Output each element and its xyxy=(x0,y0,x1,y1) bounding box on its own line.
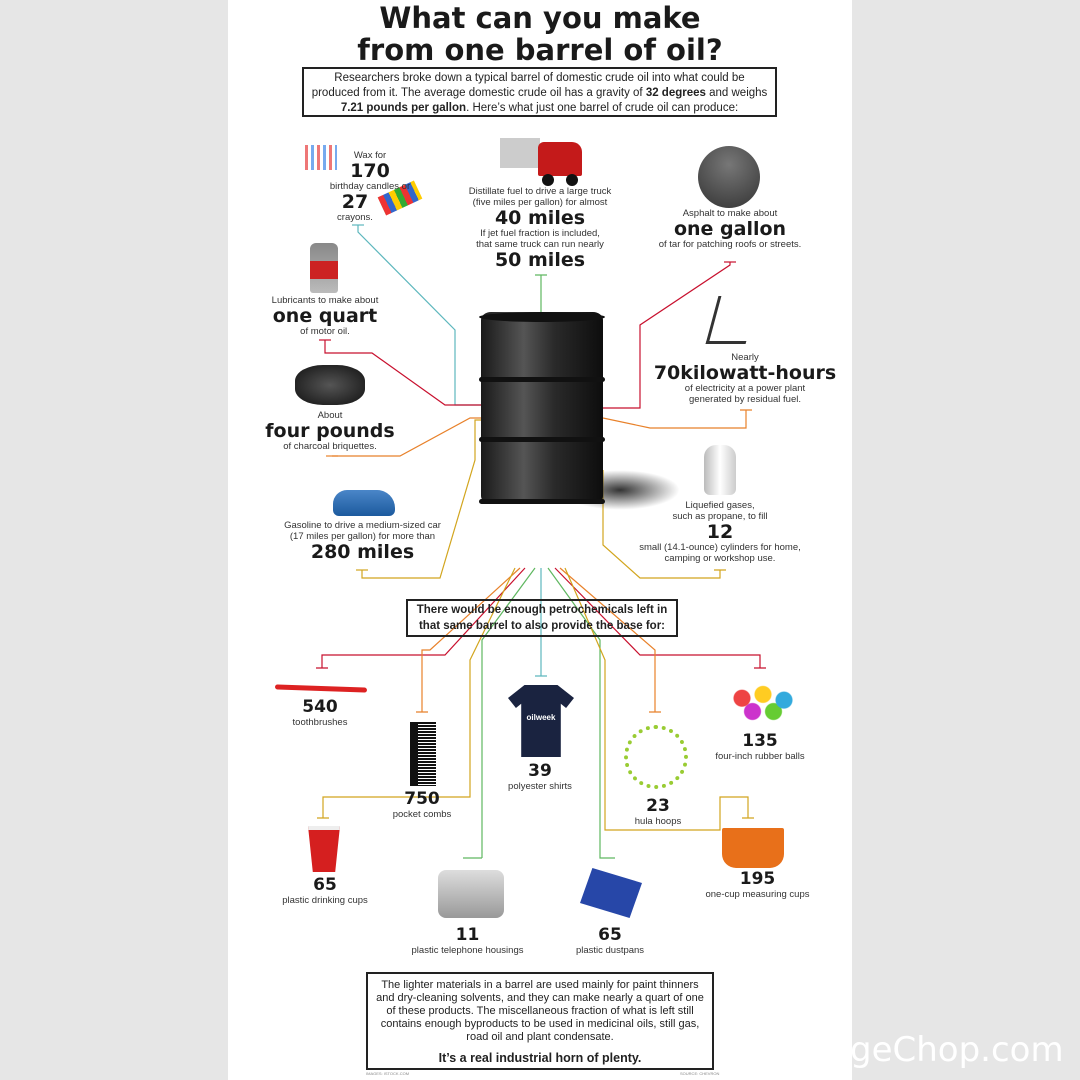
measuring-cup-icon xyxy=(722,828,784,868)
truck-icon xyxy=(500,138,582,186)
comb-icon xyxy=(410,722,436,786)
gasoline-item: Gasoline to drive a medium-sized car(17 … xyxy=(284,520,441,563)
telephone-icon xyxy=(438,870,504,918)
rubber-balls-icon xyxy=(728,683,798,721)
watermark: geChop.com xyxy=(850,1030,1064,1070)
car-icon xyxy=(333,490,395,516)
liquefied-gases-item: Liquefied gases,such as propane, to fill… xyxy=(639,500,801,564)
petrochemicals-box: There would be enough petrochemicals lef… xyxy=(406,599,678,637)
red-cup-icon xyxy=(308,826,340,872)
oil-barrel-image xyxy=(479,312,605,504)
source-credit: SOURCE: CHEVRON xyxy=(680,1071,720,1076)
charcoal-icon xyxy=(295,365,365,405)
candles-icon xyxy=(305,145,337,170)
motor-oil-icon xyxy=(310,243,338,293)
asphalt-icon xyxy=(698,146,760,208)
intro-box: Researchers broke down a typical barrel … xyxy=(302,67,777,117)
distillate-fuel-item: Distillate fuel to drive a large truck(f… xyxy=(468,186,612,271)
hula-hoop-icon xyxy=(624,725,688,789)
closing-line: It’s a real industrial horn of plenty. xyxy=(438,1051,642,1065)
image-credit: IMAGES: ISTOCK.COM xyxy=(366,1071,410,1076)
summary-box: The lighter materials in a barrel are us… xyxy=(366,972,714,1070)
propane-tank-icon xyxy=(704,445,736,495)
shirt-logo-text: oilweek xyxy=(526,713,556,722)
